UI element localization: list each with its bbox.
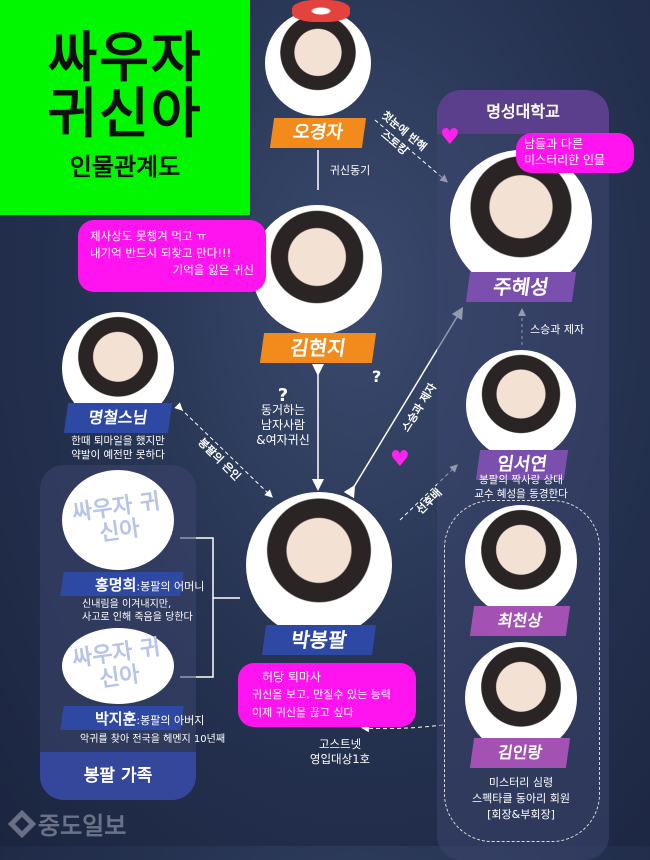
desc-kimin: 미스터리 심령 스펙타클 동아리 회원 [회장&부회장] [450, 775, 592, 823]
desc-parkji: 악귀를 찾아 전국을 헤멘지 10년째 [80, 733, 225, 747]
title-line1: 싸우자 [47, 26, 203, 89]
logo-placeholder-hong: 싸우자 귀신아 [62, 470, 174, 570]
rel-park-joo: 스승과 제자 [399, 380, 440, 435]
desc-kimin-1: 미스터리 심령 [488, 776, 554, 789]
desc-hong-1: 신내림을 이겨내지만, [82, 599, 172, 610]
club-group-box [444, 500, 600, 842]
watermark-text: 중도일보 [38, 812, 127, 840]
desc-hong: 신내림을 이겨내지만, 사고로 인해 죽음을 당한다 [82, 598, 193, 624]
name-parkji: 박지훈 [95, 710, 137, 728]
watermark-logo-icon [7, 809, 37, 838]
desc-lim-2: 교수 혜성을 동경한다 [474, 488, 568, 500]
label-hong: 홍명희:봉팔의 어머니 [95, 574, 204, 595]
rel-kim-park-2: 남자사람 [260, 418, 306, 432]
rel-park-kimin-2: 영입대상1호 [309, 752, 371, 766]
bubble-joo-line1: 남들과 다른 [524, 137, 584, 151]
family-footer: 봉팔 가족 [40, 752, 196, 800]
bow-icon [292, 0, 350, 22]
watermark: 중도일보 [7, 806, 127, 841]
logo-text: 싸우자 귀신아 [70, 635, 162, 693]
heart-icon: ♥ [440, 125, 460, 150]
title-subtitle: 인물관계도 [69, 153, 181, 181]
question-mark: ? [277, 385, 289, 406]
bubble-park-line1: 허당 퇴마사 [262, 670, 322, 684]
label-choi: 최천상 [469, 606, 571, 636]
rel-lim-joo: 스승과 제자 [530, 323, 585, 336]
name-hong: 홍명희 [95, 576, 137, 594]
title-block: 싸우자 귀신아 인물관계도 [0, 0, 250, 215]
role-parkji: :봉팔의 아버지 [136, 714, 205, 727]
desc-hong-2: 사고로 인해 죽음을 당한다 [82, 612, 193, 623]
desc-kimin-3: [회장&부회장] [487, 808, 555, 821]
title-line2: 귀신아 [47, 82, 203, 145]
desc-myeong-2: 약발이 예전만 못하다 [71, 449, 165, 461]
bubble-park-line2: 귀신을 보고, 만질수 있는 능력 [252, 688, 391, 701]
label-parkji: 박지훈:봉팔의 아버지 [95, 708, 204, 729]
speech-bubble-joo: 남들과 다른 미스터리한 인물 [516, 133, 634, 173]
rel-myeong-park: 봉팔의 은인 [195, 435, 244, 484]
desc-myeong: 한때 퇴마일을 했지만 약발이 예전만 못하다 [55, 434, 181, 462]
rel-park-kimin-1: 고스트넷 [318, 737, 362, 751]
rel-oh-kim: 귀신동기 [329, 164, 371, 177]
rel-park-kimin: 고스트넷 영입대상1호 [300, 737, 380, 767]
label-kimin: 김인랑 [469, 738, 571, 768]
photo-oh [265, 10, 371, 116]
photo-joo [450, 150, 592, 292]
role-hong: :봉팔의 어머니 [136, 580, 205, 593]
school-header: 명성대학교 [437, 90, 609, 134]
desc-kimin-2: 스펙타클 동아리 회원 [471, 792, 571, 805]
label-park: 박봉팔 [261, 625, 377, 655]
photo-choi [465, 505, 577, 617]
bubble-kim-line3: 기억을 잃은 귀신 [172, 263, 254, 277]
speech-bubble-kim: 제사상도 못챙겨 먹고 ㅠ 내기억 반드시 되찾고 만다!!! 기억을 잃은 귀… [78, 220, 266, 292]
label-oh: 오경자 [269, 118, 367, 148]
desc-myeong-1: 한때 퇴마일을 했지만 [71, 435, 165, 447]
logo-text: 싸우자 귀신아 [70, 489, 162, 547]
bubble-park-line3: 이제 귀신을 끊고 싶다 [252, 706, 354, 719]
desc-lim: 봉팔의 짝사랑 상대 교수 혜성을 동경한다 [456, 473, 586, 501]
label-myeong: 명철스님 [63, 403, 173, 433]
label-joo: 주혜성 [465, 272, 577, 302]
desc-lim-1: 봉팔의 짝사랑 상대 [479, 474, 563, 486]
heart-icon: ♥ [390, 447, 410, 472]
label-kim: 김현지 [259, 333, 377, 363]
photo-park [246, 492, 392, 638]
photo-kim [252, 205, 382, 335]
bubble-kim-line2: 내기억 반드시 되찾고 만다!!! [90, 246, 232, 260]
speech-bubble-park: 허당 퇴마사 귀신을 보고, 만질수 있는 능력 이제 귀신을 끊고 싶다 [238, 663, 416, 727]
bubble-joo-line2: 미스터리한 인물 [524, 153, 606, 167]
question-mark-park-joo: ? [372, 367, 382, 386]
rel-kim-park-3: &여자귀신 [256, 433, 310, 447]
rel-kim-park-1: 동거하는 [260, 403, 306, 417]
photo-lim [466, 350, 576, 460]
desc-parkji-1: 악귀를 찾아 전국을 헤멘지 10년째 [80, 734, 226, 745]
rel-kim-park: ? 동거하는 남자사람 &여자귀신 [248, 385, 318, 448]
logo-placeholder-parkji: 싸우자 귀신아 [62, 628, 174, 704]
photo-kimin [465, 642, 577, 754]
bubble-kim-line1: 제사상도 못챙겨 먹고 ㅠ [90, 229, 207, 243]
rel-oh-joo: 첫눈에 반해 스토킹 [369, 108, 430, 166]
